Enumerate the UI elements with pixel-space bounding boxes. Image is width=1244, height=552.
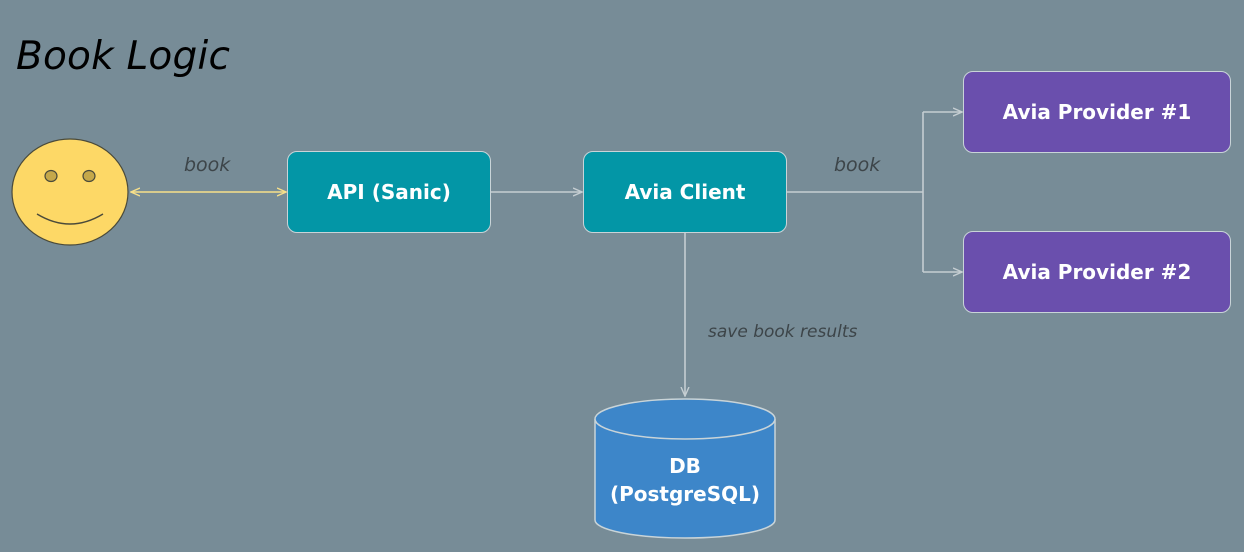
smiley-face-icon	[11, 138, 129, 246]
avia-provider-2-node: Avia Provider #2	[963, 231, 1231, 313]
db-node-label: DB (PostgreSQL)	[594, 452, 776, 508]
api-sanic-node: API (Sanic)	[287, 151, 491, 233]
client-providers-connector	[787, 112, 962, 272]
avia-provider-1-node: Avia Provider #1	[963, 71, 1231, 153]
diagram-title: Book Logic	[16, 34, 231, 79]
client-providers-edge-label: book	[834, 154, 881, 176]
user-api-edge-label: book	[184, 154, 231, 176]
client-db-edge-label: save book results	[708, 322, 858, 342]
db-label-line-1: DB	[669, 454, 701, 478]
avia-client-node: Avia Client	[583, 151, 787, 233]
db-label-line-2: (PostgreSQL)	[609, 482, 761, 506]
database-cylinder-icon	[594, 398, 776, 539]
